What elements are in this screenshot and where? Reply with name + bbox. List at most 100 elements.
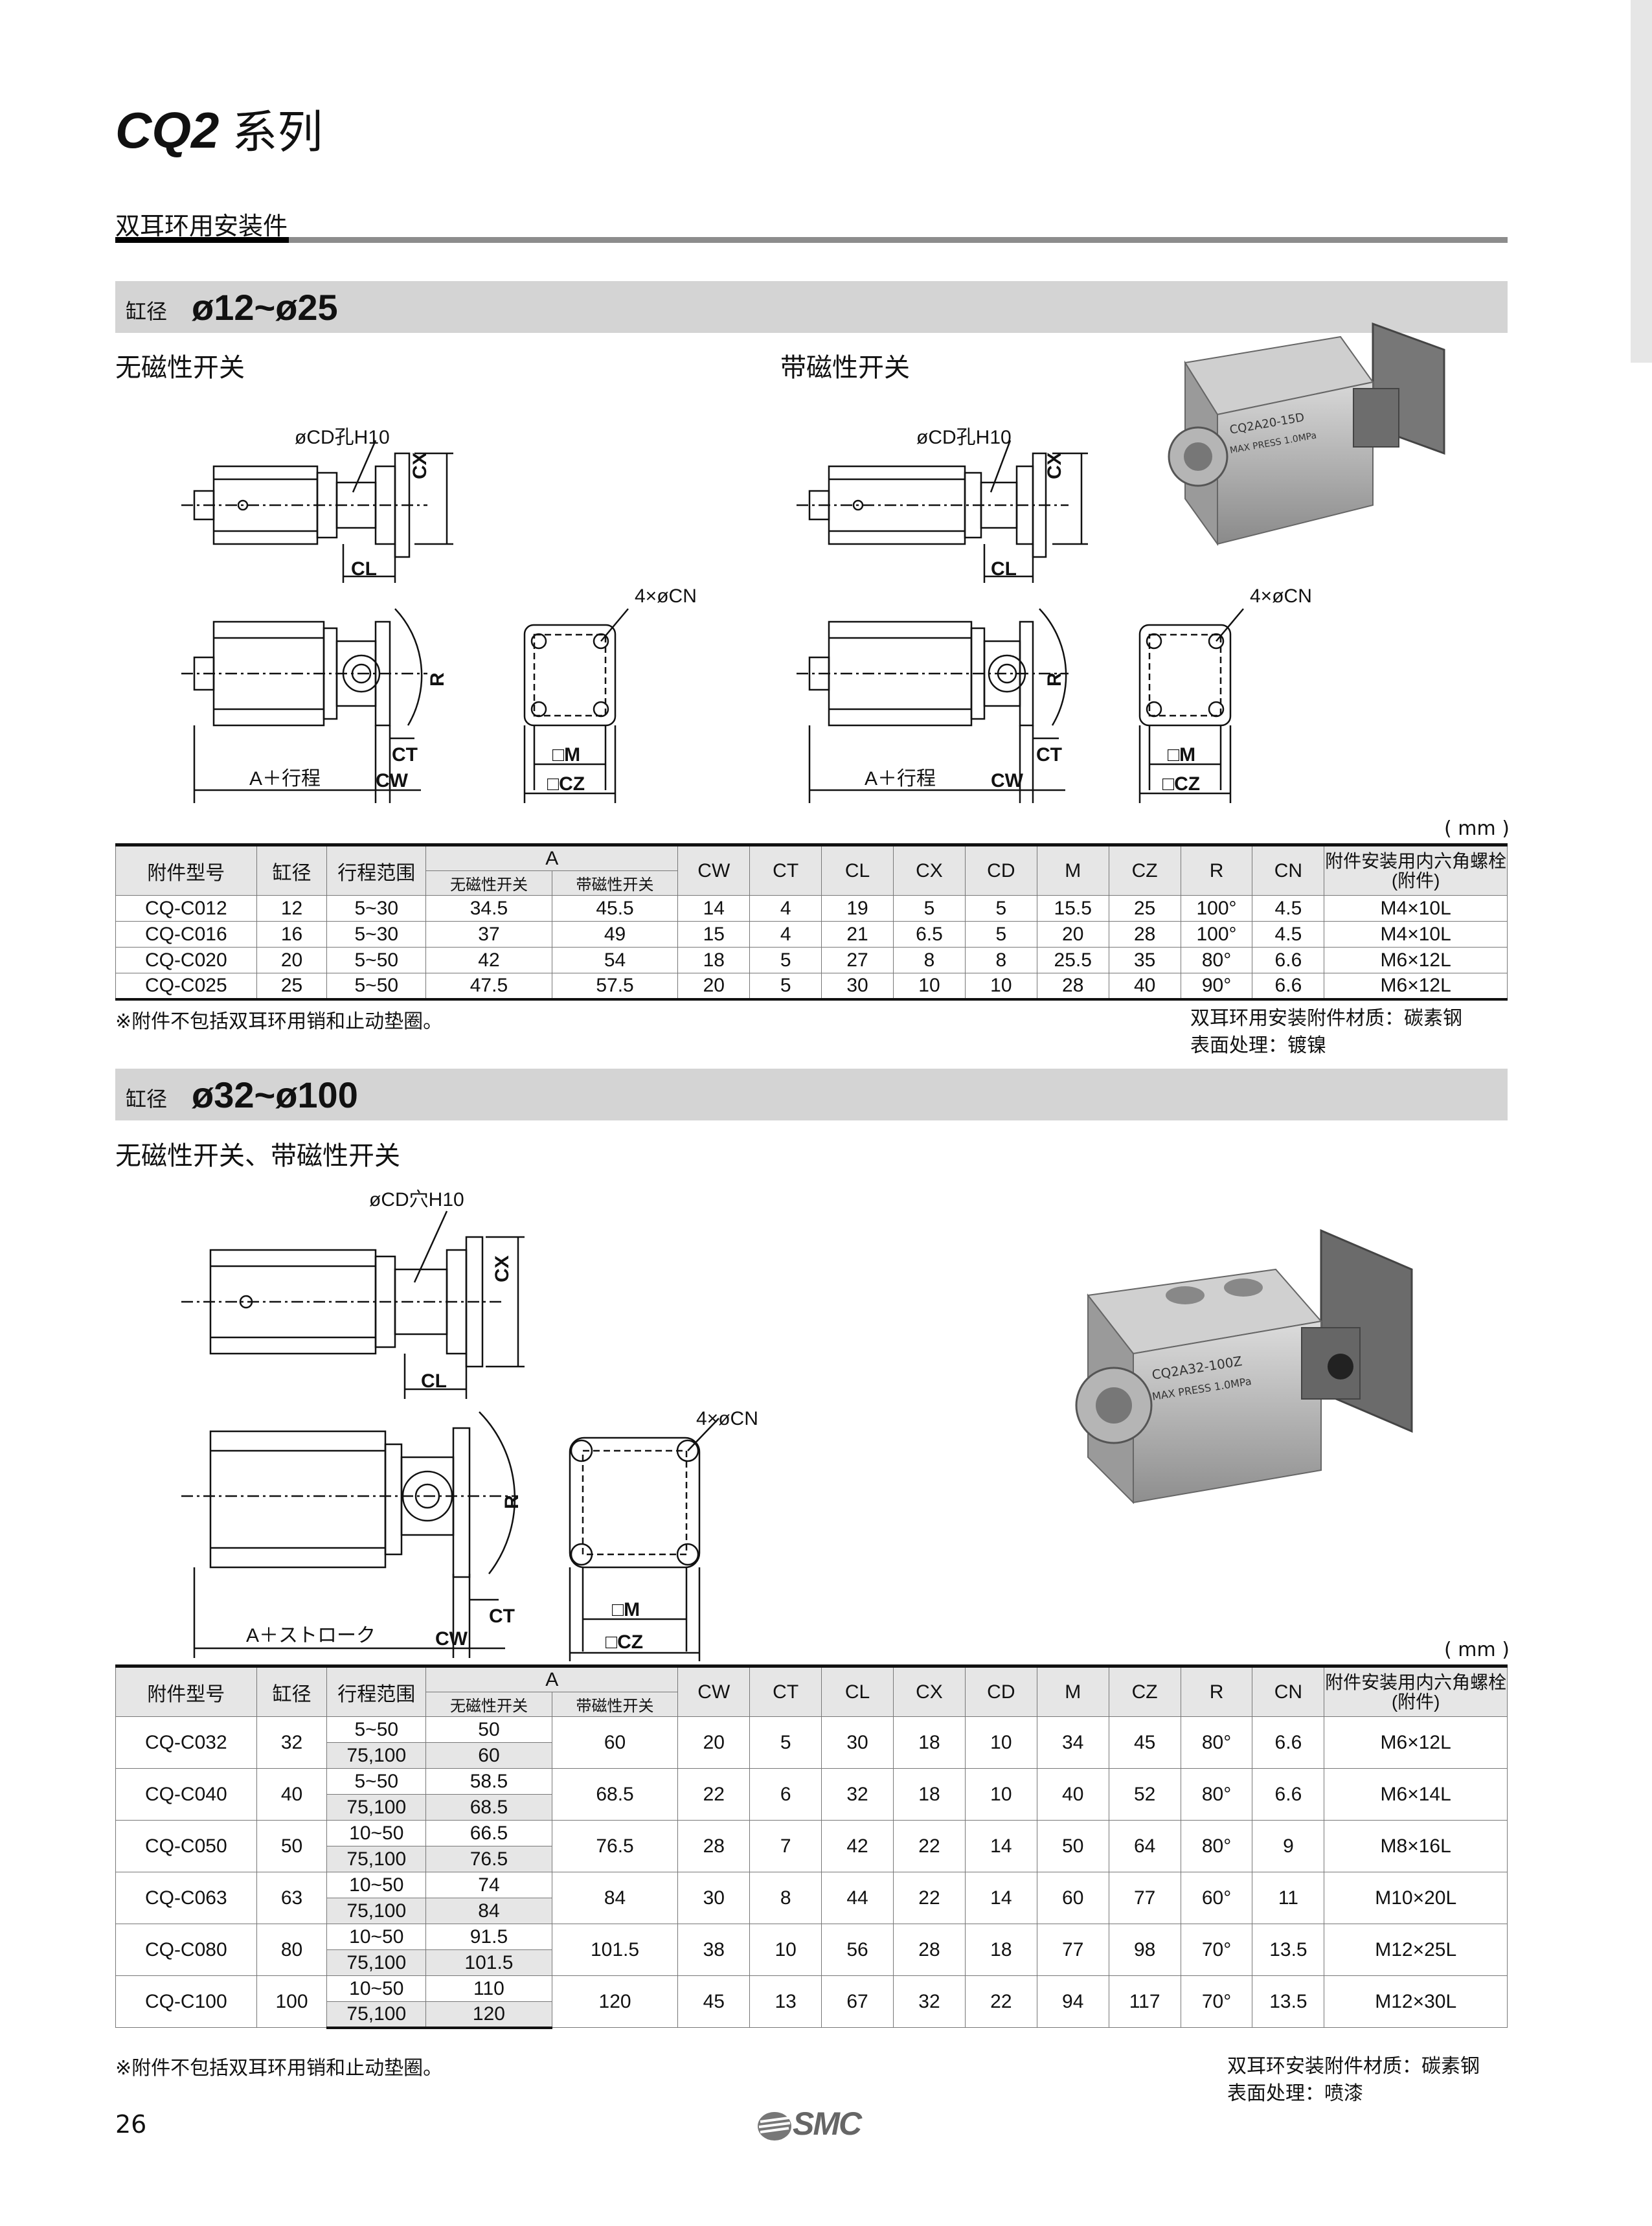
table-cell: 100°: [1180, 895, 1253, 922]
table-cell: M4×10L: [1324, 895, 1508, 922]
drawing-with-switch: øCD孔H10 CX CL 4×øCN R CT CW A＋行程 □M □CZ: [797, 427, 1312, 803]
heading-both: 无磁性开关、带磁性开关: [115, 1141, 400, 1171]
table-cell: 5~50: [326, 1768, 427, 1795]
dim-cn: 4×øCN: [635, 585, 697, 607]
table-cell: CQ-C080: [115, 1924, 257, 1976]
series-word: 系列: [232, 106, 323, 159]
table-cell: 20: [1036, 921, 1109, 948]
table-cell: 6.5: [893, 921, 966, 948]
material-text: 双耳环安装附件材质：碳素钢: [1227, 2055, 1480, 2078]
col-bore: 缸径: [256, 1664, 328, 1717]
bore-range: ø32~ø100: [192, 1074, 358, 1115]
table-cell: 5~50: [326, 947, 427, 973]
table-cell: 16: [256, 921, 328, 948]
spec-table-small: 附件型号 缸径 行程范围 A CW CT CL CX CD M CZ R CN …: [115, 843, 1508, 1001]
table-cell: 70°: [1180, 1975, 1253, 2028]
table-cell: 22: [964, 1975, 1037, 2028]
dim-cw: CW: [991, 770, 1024, 791]
table-cell: 67: [821, 1975, 894, 2028]
col-cl: CL: [821, 843, 894, 896]
table-cell: 6.6: [1252, 947, 1325, 973]
dim-cn: 4×øCN: [1250, 585, 1312, 607]
table-cell: 20: [256, 947, 328, 973]
heading-no-switch: 无磁性开关: [115, 353, 245, 383]
dim-cl: CL: [421, 1370, 447, 1392]
col-cn: CN: [1252, 843, 1325, 896]
table-cell: 5~30: [326, 895, 427, 922]
col-r: R: [1180, 1664, 1253, 1717]
table-cell: 13.5: [1252, 1924, 1325, 1976]
table-cell: 18: [964, 1924, 1037, 1976]
material-large: 双耳环安装附件材质：碳素钢 表面处理：喷漆: [1227, 2053, 1480, 2107]
table-cell: 68.5: [425, 1794, 552, 1821]
dim-cz: □CZ: [547, 773, 585, 795]
table-cell: 10~50: [326, 1924, 427, 1950]
table-cell: 47.5: [425, 973, 552, 1001]
dim-m: □M: [1168, 744, 1195, 766]
table-cell: 6: [749, 1768, 822, 1821]
table-cell: 18: [893, 1716, 966, 1769]
col-cx: CX: [893, 1664, 966, 1717]
table-cell: 75,100: [326, 1742, 427, 1769]
table-cell: 80°: [1180, 947, 1253, 973]
table-cell: 9: [1252, 1820, 1325, 1872]
table-cell: 5: [893, 895, 966, 922]
table-cell: 28: [1108, 921, 1181, 948]
smc-logo-mark-icon: [758, 2111, 791, 2141]
table-cell: 60: [425, 1742, 552, 1769]
table-cell: 8: [749, 1872, 822, 1924]
table-cell: 8: [893, 947, 966, 973]
table-cell: 13: [749, 1975, 822, 2028]
unit-label: ( mm ): [1444, 1639, 1510, 1661]
surface-text: 表面处理：喷漆: [1227, 2082, 1363, 2105]
table-cell: CQ-C100: [115, 1975, 257, 2028]
dim-cd: øCD孔H10: [916, 427, 1012, 448]
table-cell: 32: [821, 1768, 894, 1821]
col-cd: CD: [964, 1664, 1037, 1717]
col-bolt: 附件安装用内六角螺栓(附件): [1324, 1664, 1508, 1717]
dim-ct: CT: [1036, 744, 1062, 766]
surface-text: 表面处理：镀镍: [1190, 1034, 1326, 1057]
dim-cl: CL: [351, 558, 377, 580]
col-cz: CZ: [1108, 1664, 1181, 1717]
table-cell: 98: [1108, 1924, 1181, 1976]
dim-cw: CW: [376, 770, 409, 791]
table-cell: 100: [256, 1975, 328, 2028]
table-cell: CQ-C016: [115, 921, 257, 948]
table-cell: 45: [677, 1975, 751, 2028]
dim-cz: □CZ: [605, 1631, 643, 1653]
footnote-large: ※附件不包括双耳环用销和止动垫圈。: [115, 2057, 443, 2080]
col-model: 附件型号: [115, 1664, 257, 1717]
dim-m: □M: [612, 1599, 640, 1620]
table-cell: 10: [893, 973, 966, 1001]
table-cell: 15.5: [1036, 895, 1109, 922]
col-m: M: [1036, 843, 1109, 896]
table-cell: 5: [964, 921, 1037, 948]
dim-r: R: [1044, 672, 1065, 687]
col-model: 附件型号: [115, 843, 257, 896]
table-cell: 94: [1036, 1975, 1109, 2028]
table-cell: 60: [1036, 1872, 1109, 1924]
bore-label: 缸径: [126, 1087, 168, 1111]
dim-cn: 4×øCN: [696, 1408, 758, 1429]
table-cell: 80°: [1180, 1768, 1253, 1821]
table-cell: 66.5: [425, 1820, 552, 1846]
table-cell: 60: [551, 1716, 679, 1769]
table-cell: 6.6: [1252, 973, 1325, 1001]
table-cell: 6.6: [1252, 1716, 1325, 1769]
col-a-no-switch: 无磁性开关: [425, 870, 552, 896]
table-cell: 75,100: [326, 2001, 427, 2029]
dim-cz: □CZ: [1162, 773, 1200, 795]
table-cell: 75,100: [326, 1794, 427, 1821]
table-cell: 45: [1108, 1716, 1181, 1769]
